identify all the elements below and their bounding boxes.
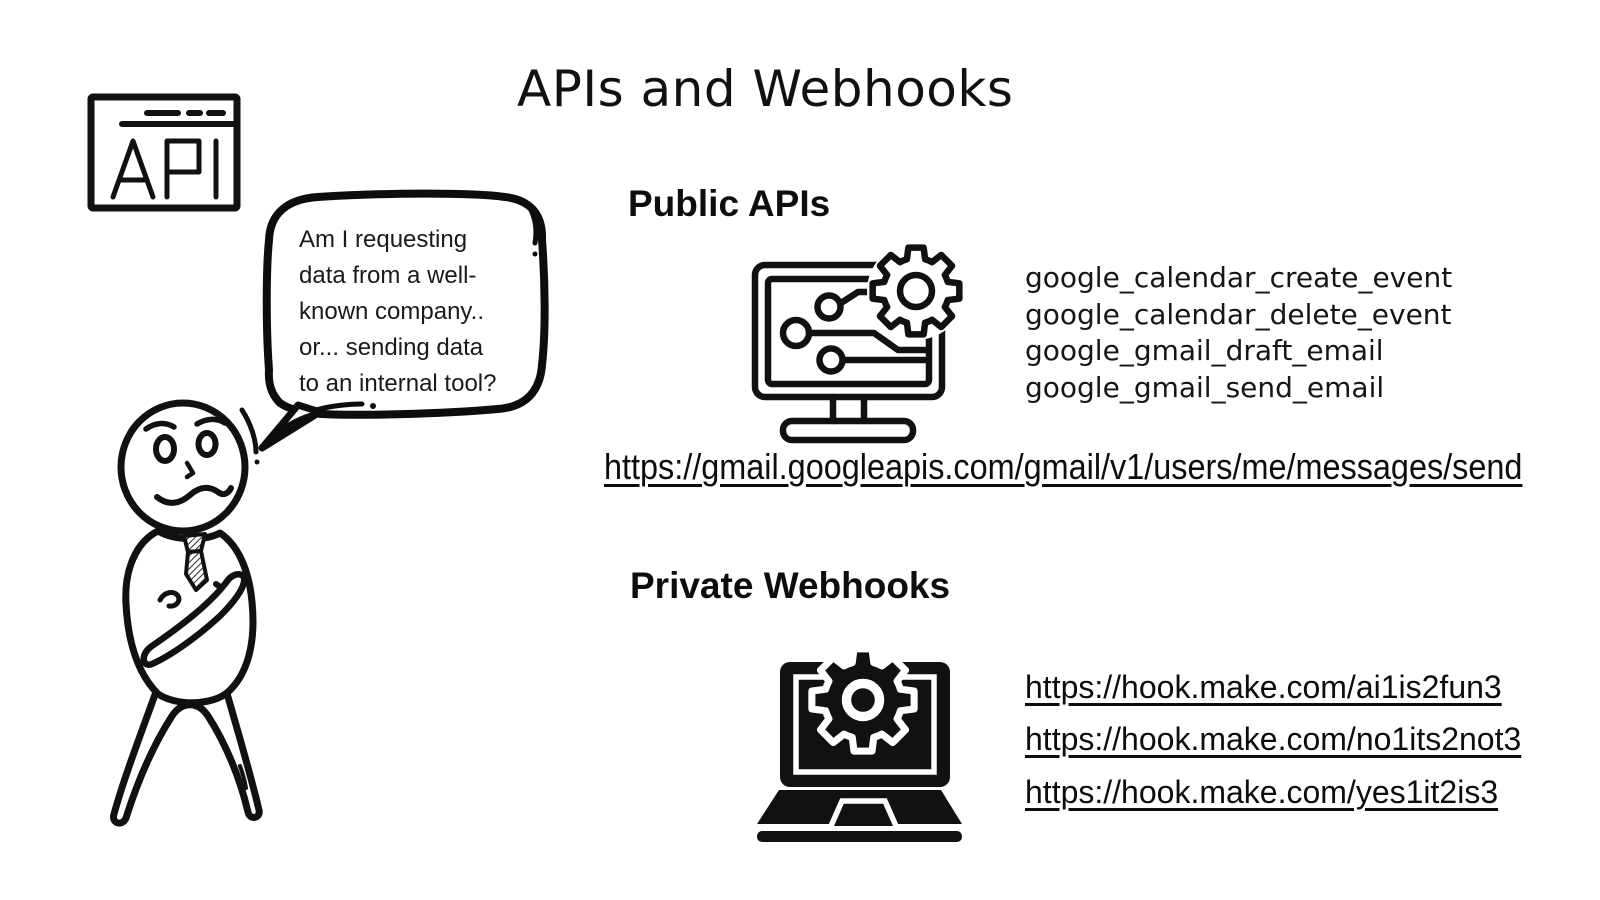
speech-bubble-text: Am I requesting data from a well- known … xyxy=(299,222,496,402)
gmail-endpoint-link[interactable]: https://gmail.googleapis.com/gmail/v1/us… xyxy=(604,446,1523,487)
public-apis-heading: Public APIs xyxy=(628,183,831,224)
speech-bubble xyxy=(258,189,549,452)
gear-icon xyxy=(869,244,963,338)
person-legs xyxy=(110,686,263,827)
api-name-list: google_calendar_create_event google_cale… xyxy=(1025,260,1452,406)
api-name: google_calendar_create_event xyxy=(1025,261,1453,294)
person-crossed-arm xyxy=(140,571,248,668)
speech-line: or... sending data xyxy=(299,334,484,361)
laptop-gear-icon xyxy=(757,645,962,842)
speech-line: to an internal tool? xyxy=(299,370,497,397)
page-title: APIs and Webhooks xyxy=(517,60,1014,118)
api-window-icon xyxy=(87,93,241,212)
api-name: google_calendar_delete_event xyxy=(1025,297,1452,331)
gear-icon xyxy=(808,645,918,755)
speech-line: known company.. xyxy=(299,298,484,325)
api-name: google_gmail_draft_email xyxy=(1025,334,1384,367)
speech-line: Am I requesting xyxy=(299,226,468,253)
webhook-link[interactable]: https://hook.make.com/ai1is2fun3 xyxy=(1025,669,1502,705)
person-face xyxy=(143,416,234,506)
webhook-link[interactable]: https://hook.make.com/no1its2not3 xyxy=(1025,721,1522,757)
api-window-label xyxy=(110,138,219,200)
person-tie xyxy=(182,532,209,592)
webhook-link[interactable]: https://hook.make.com/yes1it2is3 xyxy=(1025,774,1499,810)
speech-line: data from a well- xyxy=(299,262,477,289)
confused-person-illustration xyxy=(110,399,263,827)
monitor-circuit-gear-icon xyxy=(751,242,965,444)
api-name: google_gmail_send_email xyxy=(1025,370,1385,404)
private-webhooks-heading: Private Webhooks xyxy=(630,565,951,606)
